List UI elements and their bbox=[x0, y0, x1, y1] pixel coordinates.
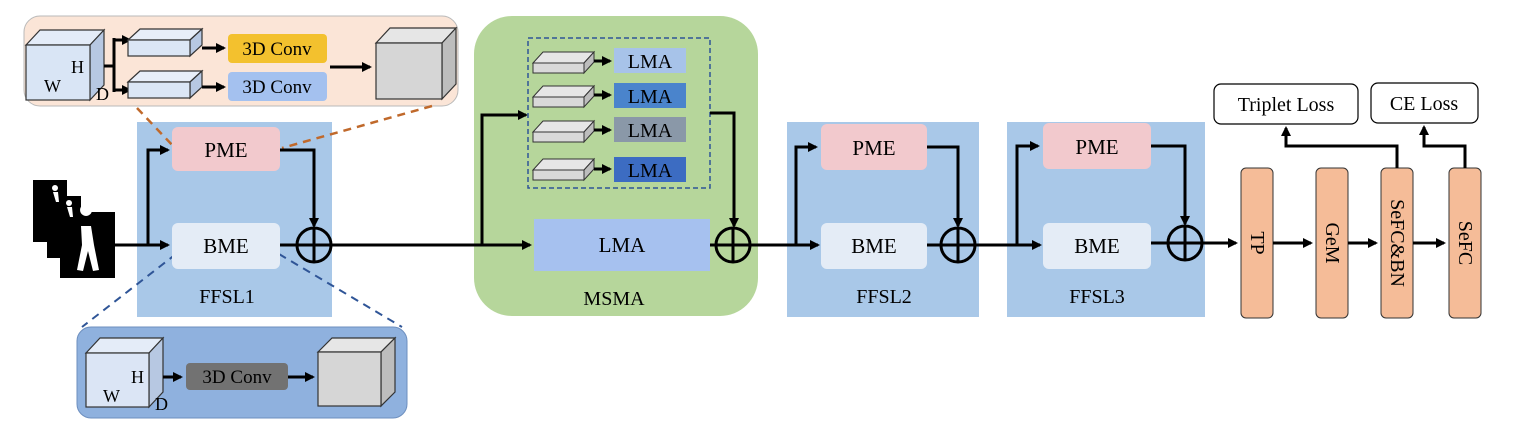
head-gem-label: GeM bbox=[1321, 222, 1343, 263]
ce-loss-box bbox=[1370, 82, 1479, 124]
pme-zoom-connector-right bbox=[281, 104, 433, 150]
pme-zoom-connector-left bbox=[136, 107, 176, 149]
msma-title: MSMA bbox=[583, 288, 645, 310]
triplet-loss-label: Triplet Loss bbox=[1238, 94, 1335, 116]
pme-conv-bottom-box bbox=[228, 72, 327, 101]
msma-lma-branch-4-label: LMA bbox=[628, 160, 673, 182]
ffsl3-bme-label: BME bbox=[1074, 234, 1120, 258]
bme-dim-h: H bbox=[131, 367, 144, 387]
msma-lma-branch-4 bbox=[614, 157, 686, 182]
triplet-loss-box bbox=[1213, 83, 1359, 125]
ffsl3-pme-label: PME bbox=[1075, 135, 1118, 159]
ffsl2-add-icon bbox=[939, 226, 977, 264]
msma-add-icon bbox=[714, 226, 752, 264]
pme-conv-top-box bbox=[228, 34, 327, 63]
bme-zoom-connector-left bbox=[81, 253, 177, 328]
msma-lma-branch-2-label: LMA bbox=[628, 86, 673, 108]
msma-lma-branch-1-label: LMA bbox=[628, 51, 673, 73]
bme-zoom-connector-right bbox=[278, 253, 403, 328]
bme-detail-panel: W H D 3D Conv bbox=[76, 326, 408, 419]
msma-branch-4: LMA bbox=[531, 157, 686, 182]
ffsl1-add-icon bbox=[295, 226, 333, 264]
gait-silhouette-input bbox=[33, 180, 115, 278]
ffsl1-title: FFSL1 bbox=[199, 286, 255, 308]
pme-conv-top-label: 3D Conv bbox=[242, 39, 312, 60]
msma-lma-branch-3-label: LMA bbox=[628, 120, 673, 142]
ffsl3-add-icon bbox=[1166, 224, 1204, 262]
ffsl3-title: FFSL3 bbox=[1069, 286, 1125, 308]
ffsl2-bme-box bbox=[821, 223, 927, 269]
ffsl1-bme-box bbox=[172, 223, 280, 269]
ffsl3-bme-box bbox=[1043, 223, 1151, 269]
msma-lma-main-label: LMA bbox=[599, 233, 647, 257]
msma-lma-branch-1 bbox=[614, 48, 686, 73]
pme-output-cube bbox=[374, 26, 458, 101]
ffsl2-pme-box bbox=[821, 124, 927, 170]
bme-output-cube bbox=[316, 336, 397, 408]
ffsl1-bme-label: BME bbox=[203, 234, 249, 258]
pme-dim-w: W bbox=[44, 76, 61, 96]
ffsl2-bme-label: BME bbox=[851, 234, 897, 258]
walking-figure-icon bbox=[77, 204, 99, 271]
ce-loss-label: CE Loss bbox=[1390, 93, 1459, 115]
bme-input-cube bbox=[84, 336, 165, 409]
msma-lma-branch-3 bbox=[614, 117, 686, 142]
msma-branch-arrow bbox=[480, 110, 528, 245]
head-tp-label: TP bbox=[1246, 231, 1268, 254]
bme-conv-box bbox=[186, 363, 288, 390]
msma-branch-to-add bbox=[710, 111, 739, 228]
ffsl2-title: FFSL2 bbox=[856, 286, 912, 308]
msma-branch-3: LMA bbox=[531, 117, 686, 144]
arrow-to-triplet-loss bbox=[1281, 126, 1399, 168]
pme-slab-bottom bbox=[126, 69, 204, 100]
msma-lma-branch-2 bbox=[614, 83, 686, 108]
pme-input-cube bbox=[24, 28, 106, 102]
msma-branch-1: LMA bbox=[531, 48, 686, 75]
bme-conv-label: 3D Conv bbox=[202, 367, 272, 388]
ffsl1-pme-label: PME bbox=[204, 138, 247, 162]
pme-dim-d: D bbox=[96, 84, 109, 104]
pme-slab-top bbox=[126, 27, 204, 58]
ffsl1-pme-box bbox=[172, 127, 280, 171]
pme-detail-panel: W H D 3D Conv 3D Conv bbox=[23, 15, 459, 107]
bme-dim-w: W bbox=[103, 386, 120, 406]
arrow-to-ce-loss bbox=[1419, 125, 1467, 168]
msma-branch-2: LMA bbox=[531, 83, 686, 109]
ffsl2-pme-label: PME bbox=[852, 136, 895, 160]
msma-lma-main-box bbox=[534, 219, 710, 271]
ffsl3-pme-box bbox=[1043, 123, 1151, 169]
ffsl1-pme-to-add bbox=[280, 148, 319, 228]
pme-dim-h: H bbox=[71, 57, 84, 77]
head-sefc-label: SeFC bbox=[1454, 221, 1476, 265]
pme-conv-bottom-label: 3D Conv bbox=[242, 77, 312, 98]
head-sefc-bn-label: SeFC&BN bbox=[1386, 199, 1408, 287]
bme-dim-d: D bbox=[155, 394, 168, 414]
